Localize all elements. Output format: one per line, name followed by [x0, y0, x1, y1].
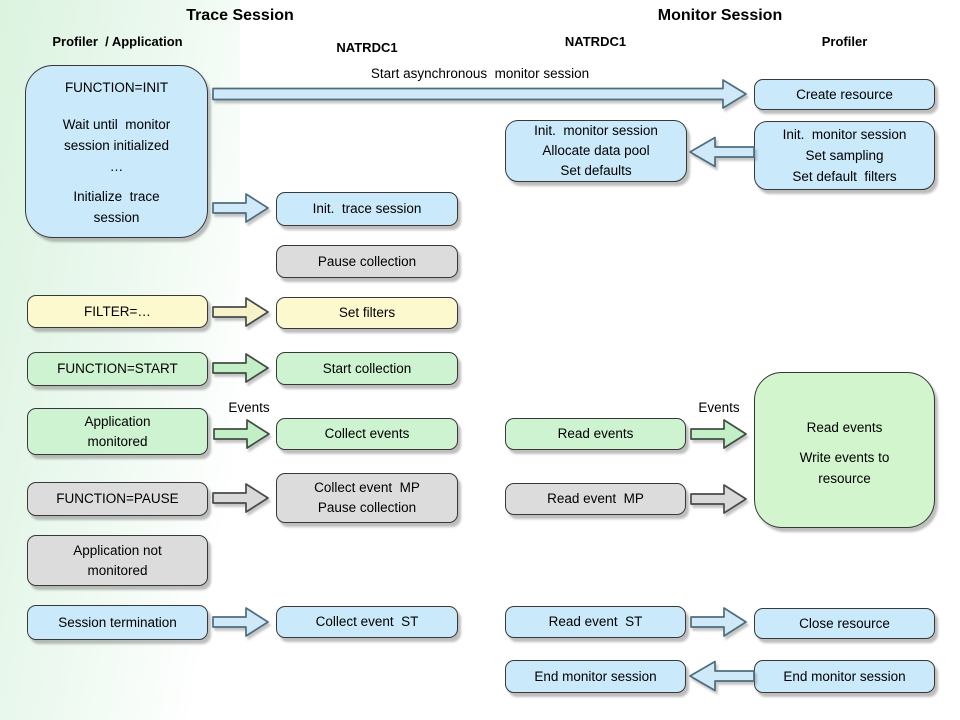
box-line: FUNCTION=INIT — [64, 80, 169, 95]
box-init-monitor-session-profiler: Init. monitor session Set sampling Set d… — [754, 121, 935, 190]
box-start-collection: Start collection — [276, 352, 458, 385]
box-line: Init. monitor session — [782, 127, 907, 142]
read-event-st-arrow — [690, 607, 747, 637]
box-line: resource — [818, 471, 871, 486]
box-function-init: FUNCTION=INIT Wait until monitor session… — [25, 65, 208, 238]
collect-event-st-arrow — [212, 607, 269, 637]
box-line: Initialize trace — [73, 189, 160, 204]
start-collection-arrow — [212, 353, 269, 383]
box-pause-collection: Pause collection — [276, 245, 458, 278]
box-line: Collect event MP — [314, 480, 420, 495]
box-init-monitor-session-natrdc1: Init. monitor session Allocate data pool… — [505, 120, 687, 182]
box-end-monitor-session-natrdc1: End monitor session — [505, 660, 686, 693]
box-function-pause: FUNCTION=PAUSE — [27, 482, 208, 516]
box-set-filters: Set filters — [276, 297, 458, 329]
box-line: Allocate data pool — [542, 143, 650, 158]
box-session-termination: Session termination — [27, 605, 208, 640]
box-line: Wait until monitor — [62, 117, 171, 132]
box-line: … — [109, 159, 124, 174]
box-read-events: Read events — [505, 418, 686, 450]
start-async-label: Start asynchronous monitor session — [370, 66, 590, 81]
box-end-monitor-session-profiler: End monitor session — [754, 660, 935, 693]
box-line: monitored — [87, 562, 148, 578]
box-application-not-monitored: Application not monitored — [27, 535, 208, 586]
events-label-monitor: Events — [698, 400, 740, 415]
box-line: Set default filters — [792, 169, 897, 184]
box-read-event-mp: Read event MP — [505, 483, 686, 515]
box-read-write-resource: Read events Write events to resource — [754, 372, 935, 528]
box-line: Set defaults — [560, 163, 632, 178]
box-line: Application not — [73, 542, 162, 558]
header-natrdc1-monitor: NATRDC1 — [564, 34, 627, 49]
read-events-arrow — [690, 419, 747, 449]
end-monitor-left-arrow — [689, 660, 755, 692]
init-trace-arrow — [212, 193, 269, 223]
box-line: Pause collection — [317, 500, 417, 515]
box-line: session initialized — [63, 138, 170, 153]
box-application-monitored: Application monitored — [27, 408, 208, 455]
header-profiler-application: Profiler / Application — [52, 34, 183, 49]
read-event-mp-arrow — [690, 484, 747, 514]
box-create-resource: Create resource — [754, 79, 935, 110]
box-line: Set sampling — [805, 148, 884, 163]
box-init-trace-session: Init. trace session — [276, 192, 458, 226]
collect-events-arrow — [213, 419, 270, 449]
box-close-resource: Close resource — [754, 608, 935, 639]
box-line: Application — [84, 413, 151, 429]
box-collect-event-st: Collect event ST — [276, 606, 458, 638]
header-profiler: Profiler — [821, 34, 868, 49]
box-line: Write events to — [799, 450, 890, 465]
box-collect-events: Collect events — [276, 418, 458, 450]
box-filter: FILTER=… — [27, 295, 208, 328]
box-line: session — [93, 210, 140, 225]
collect-event-mp-arrow — [212, 483, 269, 513]
box-line: Init. monitor session — [534, 123, 658, 138]
box-collect-event-mp: Collect event MP Pause collection — [276, 473, 458, 523]
start-async-long-arrow — [212, 79, 747, 109]
box-read-event-st: Read event ST — [505, 606, 686, 638]
init-monitor-left-arrow — [689, 136, 755, 168]
events-label-trace: Events — [228, 400, 270, 415]
box-line: Read events — [806, 420, 883, 435]
trace-session-title: Trace Session — [186, 7, 294, 24]
header-natrdc1-trace: NATRDC1 — [336, 40, 398, 55]
box-line: monitored — [87, 433, 148, 449]
monitor-session-title: Monitor Session — [657, 7, 783, 24]
box-function-start: FUNCTION=START — [27, 352, 208, 386]
set-filters-arrow — [212, 297, 269, 327]
